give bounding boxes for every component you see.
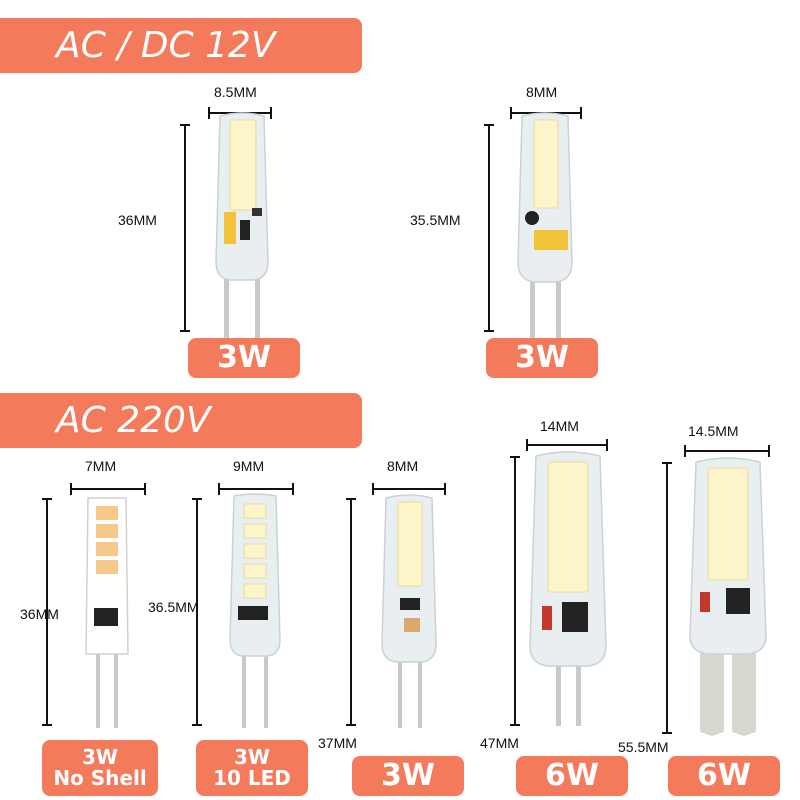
width-label: 9MM: [233, 458, 265, 474]
height-dimension-line: [662, 462, 672, 734]
wattage-badge: 6W: [668, 756, 780, 796]
height-label: 47MM: [480, 735, 519, 751]
width-label: 7MM: [85, 458, 117, 474]
wattage-badge: 3W No Shell: [42, 740, 158, 796]
height-dimension-line: [42, 498, 52, 726]
width-label: 14MM: [540, 418, 579, 434]
height-label: 55.5MM: [618, 739, 669, 755]
led-bulb-icon: [381, 494, 437, 728]
section-banner-ac-dc-12v: AC / DC 12V: [0, 18, 362, 73]
height-dimension-line: [510, 456, 520, 726]
wattage-badge: 3W: [486, 338, 598, 378]
width-dimension-line: [526, 439, 608, 451]
height-label: 37MM: [318, 735, 357, 751]
width-dimension-line: [684, 445, 770, 457]
height-dimension-line: [484, 124, 494, 332]
width-label: 8MM: [387, 458, 419, 474]
wattage-badge: 3W: [188, 338, 300, 378]
section-title: AC 220V: [56, 400, 211, 441]
led-bulb-icon: [689, 457, 767, 736]
section-title: AC / DC 12V: [56, 25, 276, 66]
wattage-badge: 3W 10 LED: [196, 740, 308, 796]
led-bulb-icon: [85, 497, 129, 728]
width-label: 8.5MM: [214, 84, 257, 100]
height-dimension-line: [180, 124, 190, 332]
led-bulb-icon: [529, 451, 607, 726]
height-label: 36MM: [20, 606, 59, 622]
wattage-badge: 3W: [352, 756, 464, 796]
width-dimension-line: [70, 483, 146, 495]
height-label: 35.5MM: [410, 212, 461, 228]
width-label: 8MM: [526, 84, 558, 100]
height-dimension-line: [192, 498, 202, 726]
height-dimension-line: [346, 498, 356, 726]
width-dimension-line: [372, 483, 446, 495]
height-label: 36.5MM: [148, 599, 199, 615]
wattage-badge: 6W: [516, 756, 628, 796]
width-dimension-line: [218, 483, 294, 495]
width-label: 14.5MM: [688, 423, 739, 439]
led-bulb-icon: [229, 493, 281, 728]
led-bulb-icon: [517, 112, 573, 340]
section-banner-ac-220v: AC 220V: [0, 393, 362, 448]
led-bulb-icon: [215, 112, 269, 340]
height-label: 36MM: [118, 212, 157, 228]
